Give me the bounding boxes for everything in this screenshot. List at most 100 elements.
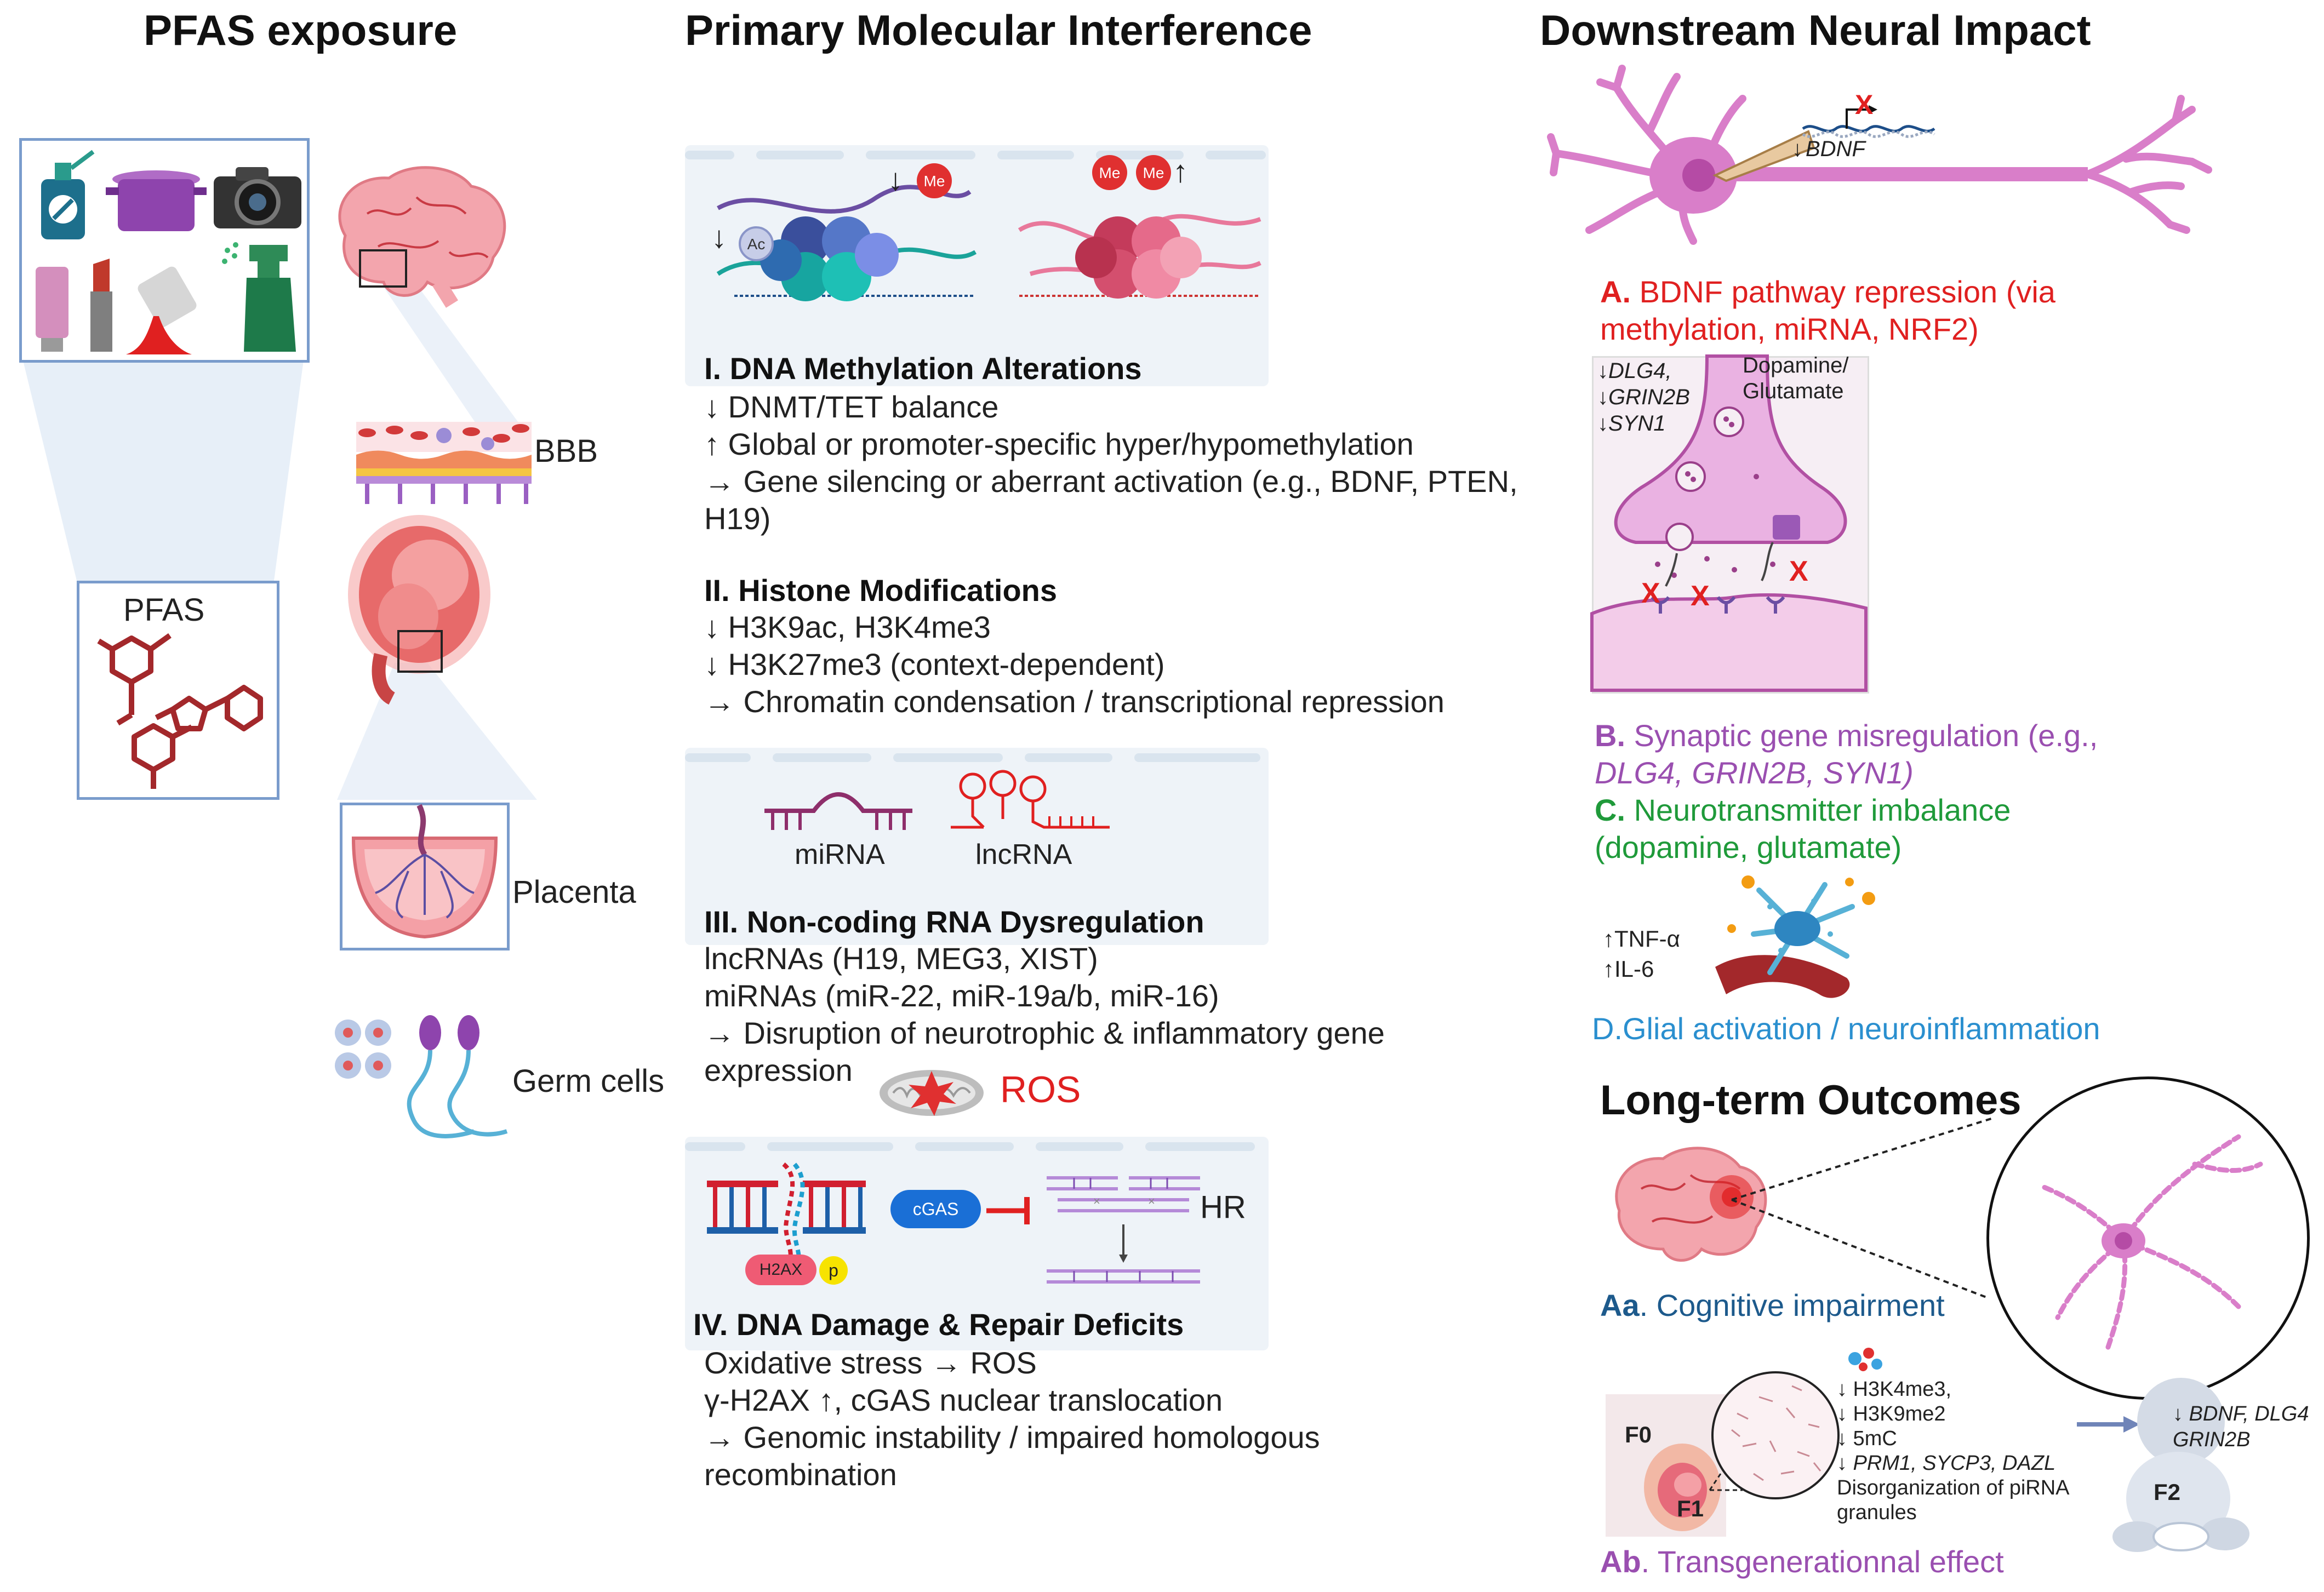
epi-line-6: granules [1837,1501,1917,1524]
epi-line-2: ↓ H3K9me2 [1837,1402,1946,1425]
pregnant-mother-icon [1644,1444,1721,1531]
c-letter: C. [1595,793,1625,827]
ncrna-panel [685,748,1269,945]
placenta-box [340,803,510,950]
germ-cells-label: Germ cells [512,1063,665,1099]
s2-line-2: ↓ H3K27me3 (context-dependent) [704,647,1165,682]
bbb-diagram [356,422,532,504]
germ-cells-icon [335,1015,508,1138]
s4-line-1: Oxidative stress → ROS [704,1345,1037,1380]
baby-icon [2112,1378,2249,1552]
placenta-zoom-box [397,630,443,673]
s4-line-4: recombination [704,1457,897,1492]
ab-letter: Ab [1600,1544,1641,1579]
glial-cell-icon [1715,875,1875,998]
f2-label: F2 [2154,1479,2181,1505]
a-letter: A. [1600,274,1631,309]
s3-line-1: lncRNAs (H19, MEG3, XIST) [704,941,1098,976]
h2ax-label: H2AX [759,1261,803,1279]
epi-line-4: ↓ PRM1, SYCP3, DAZL [1837,1452,2056,1475]
me-mark-2: Me [1099,164,1121,181]
h2ax-badge: H2AX [745,1255,816,1285]
epi-line-3: ↓ 5mC [1837,1427,1897,1450]
neuron-zoom-circle [1986,1076,2310,1400]
svg-text:X: X [1641,577,1660,609]
ac-down-arrow: ↓ [711,220,727,254]
sprayer-icon [41,150,95,239]
f2-genes-1: ↓ BDNF, DLG4 [2173,1402,2309,1425]
lncrna-icon [951,770,1110,829]
f1-label: F1 [1677,1496,1704,1521]
ros-label: ROS [1000,1069,1081,1110]
camera-icon [214,167,301,228]
bdnf-gene-label: BDNF [1806,137,1865,161]
svg-text:×: × [1093,1194,1100,1208]
degenerating-neuron-icon [2039,1134,2263,1353]
b-heading: B. Synaptic gene misregulation (e.g., [1595,718,2098,753]
phospho-label: p [829,1260,838,1280]
pfas-box: PFAS [77,581,279,800]
glutamate-label: Glutamate [1743,379,1844,403]
brain-lesion-icon [1615,1147,1767,1262]
bbb-label: BBB [534,433,598,469]
section-2-title: II. Histone Modifications [704,573,1058,608]
lotion-tube-icon [36,267,68,352]
pot-icon [106,170,207,231]
transmission-arrow [2077,1416,2140,1433]
inhibition-icon [986,1197,1030,1224]
aa-text: . Cognitive impairment [1639,1288,1945,1322]
tnf-label: ↑TNF-α [1603,926,1680,952]
aa-heading: Aa. Cognitive impairment [1600,1287,1945,1323]
dsb-dna-icon [707,1161,866,1272]
hr-dna-icon: × × [1047,1176,1200,1284]
section-1-title: I. DNA Methylation Alterations [704,351,1142,386]
me-mark-3: Me [1143,164,1164,181]
a-heading: A. BDNF pathway repression (via [1600,274,2055,310]
nucleus-membrane-2 [685,753,1260,762]
c-text-2: (dopamine, glutamate) [1595,830,1902,864]
middle-column-title: Primary Molecular Interference [685,6,1312,54]
s3-line-2: miRNAs (miR-22, miR-19a/b, miR-16) [704,978,1219,1013]
a-text-1: BDNF pathway repression (via [1639,274,2055,309]
fetus-icon [348,515,490,705]
ac-mark: Ac [747,236,766,253]
sperm-zoom-icon [1709,1371,1840,1499]
ab-heading: Ab. Transgenerationnal effect [1600,1544,2004,1579]
placenta-label: Placenta [512,874,636,910]
epi-line-1: ↓ H3K4me3, [1837,1378,1952,1401]
d-heading: D.Glial activation / neuroinflammation [1592,1011,2100,1046]
s1-line-3: → Gene silencing or aberrant activation … [704,464,1518,499]
section-4-title: IV. DNA Damage & Repair Deficits [693,1307,1184,1342]
svg-text:×: × [1148,1194,1155,1208]
b-text-1: Synaptic gene misregulation (e.g., [1634,718,2098,753]
left-column-title: PFAS exposure [144,6,458,54]
svg-text:X: X [1855,89,1873,120]
brain-icon [338,166,506,308]
dopamine-label: Dopamine/ [1743,353,1849,377]
lncrna-label: lncRNA [975,839,1072,871]
me-down-arrow: ↓ [888,162,903,197]
s4-line-3: → Genomic instability / impaired homolog… [704,1420,1320,1454]
svg-text:X: X [1691,580,1710,612]
syn-gene-1: ↓DLG4, [1597,359,1672,383]
methyl-marks-icon [1848,1348,1882,1371]
syn-gene-3: ↓SYN1 [1597,411,1666,436]
pfas-molecules [97,633,263,789]
s1-line-4: H19) [704,501,771,536]
bdnf-down-arrow: ↓ [1792,137,1803,161]
hr-label: HR [1200,1189,1246,1225]
syn-gene-2: ↓GRIN2B [1597,385,1690,409]
paint-can-icon [126,266,197,354]
neuron-icon: X [1547,65,2212,245]
me-mark-1: Me [924,173,945,190]
lipstick-icon [90,259,112,352]
mirna-label: miRNA [795,839,885,871]
c-heading: C. Neurotransmitter imbalance [1595,792,2011,828]
nucleus-membrane-3 [685,1142,1255,1151]
right-column-title: Downstream Neural Impact [1540,6,2091,54]
s1-line-1: ↓ DNMT/TET balance [704,390,999,424]
placenta-icon [351,804,498,939]
section-3-title: III. Non-coding RNA Dysregulation [704,904,1204,939]
